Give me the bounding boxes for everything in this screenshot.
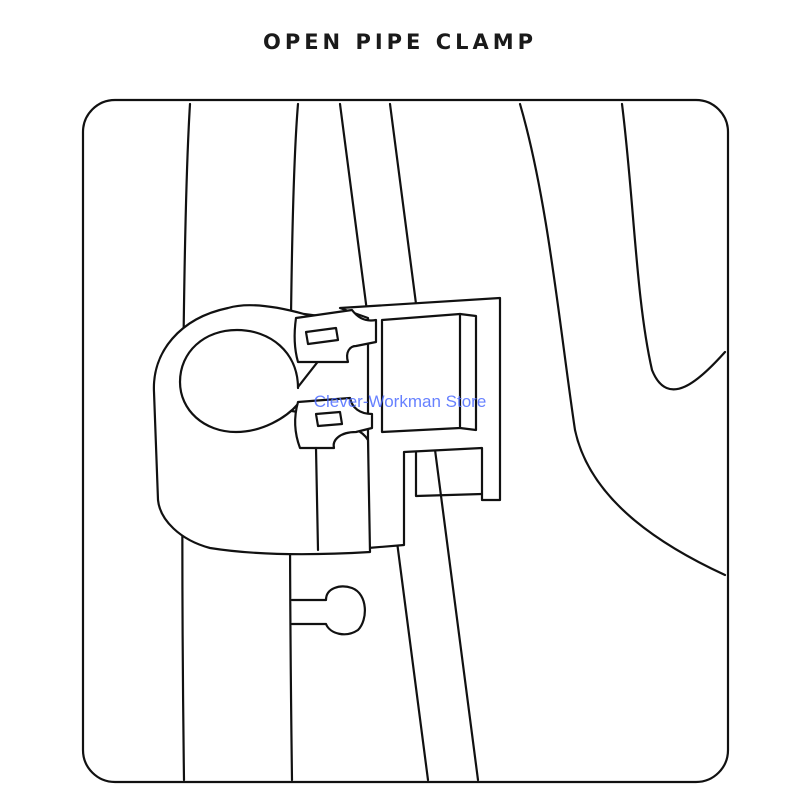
square-holder-slot	[414, 450, 484, 498]
curved-panel-outer	[518, 102, 727, 577]
ring-clamp-side-face	[314, 446, 320, 552]
ring-clamp-inner	[178, 328, 300, 434]
square-holder-bevel	[458, 312, 478, 432]
lower-knob	[290, 585, 366, 636]
diagram-frame	[81, 98, 730, 784]
ring-clamp-top-notch	[304, 326, 340, 346]
curved-panel-inner	[620, 102, 727, 391]
ring-clamp-bottom-notch	[314, 410, 344, 428]
page-title: OPEN PIPE CLAMP	[262, 30, 538, 54]
store-watermark: Clever-Workman Store	[313, 392, 487, 411]
